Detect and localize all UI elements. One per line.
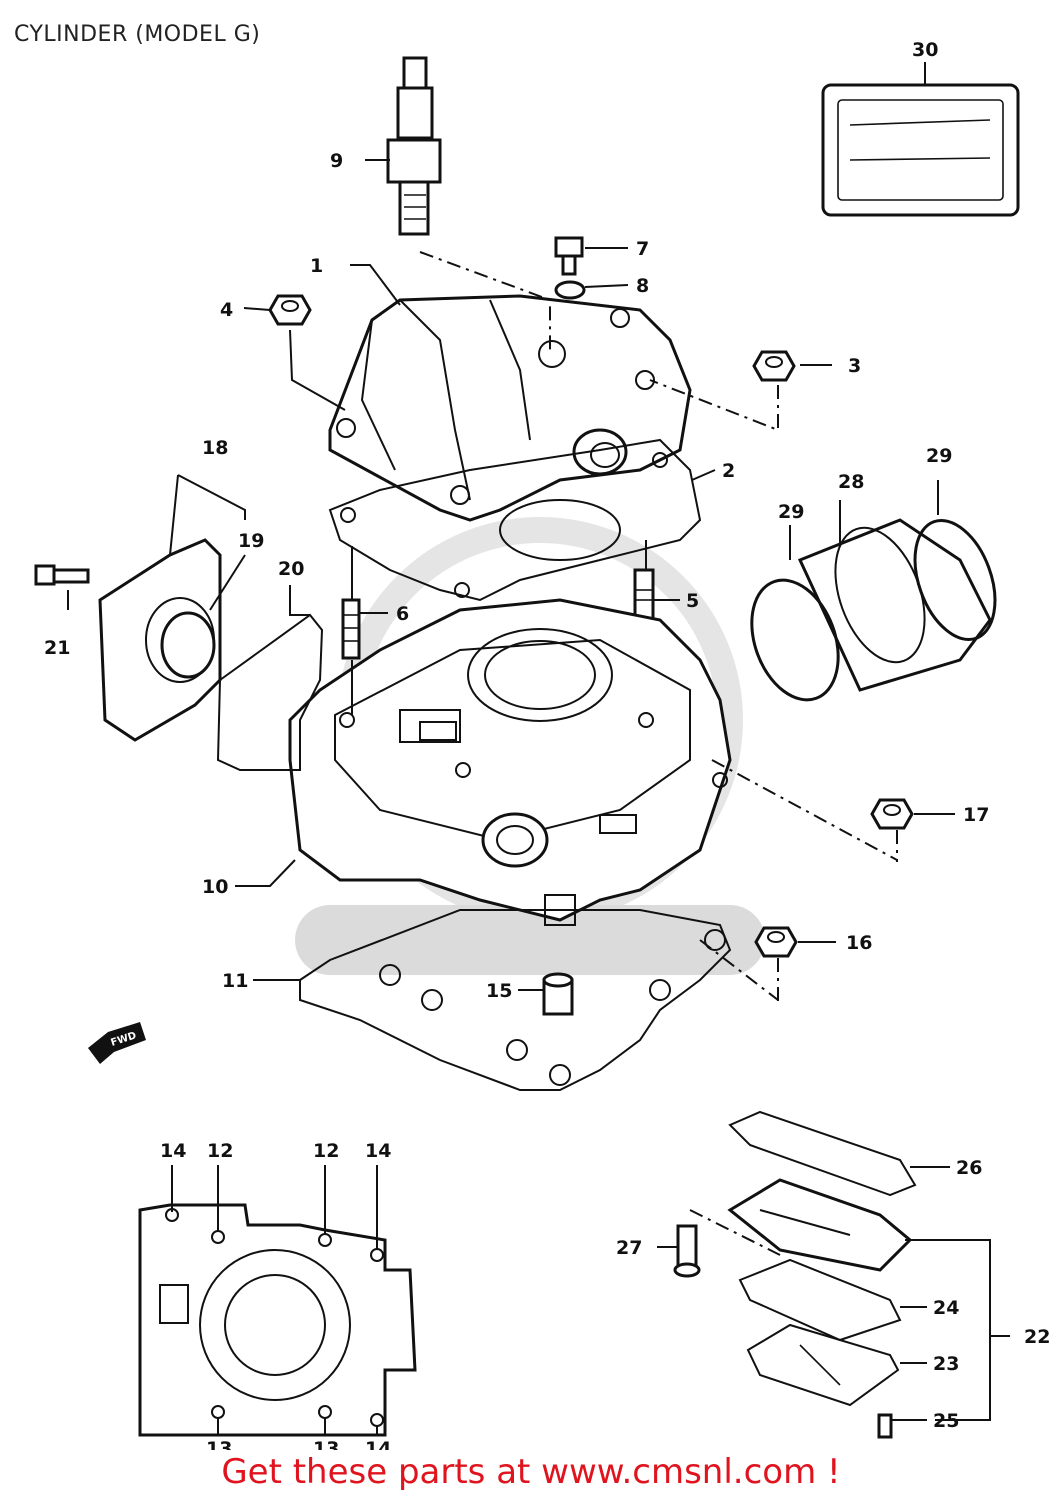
reed-screw xyxy=(877,1413,893,1439)
callout-30: 30 xyxy=(912,39,938,61)
intake-clamp-right xyxy=(913,518,997,642)
callout-26: 26 xyxy=(956,1157,982,1179)
reed-stopper xyxy=(738,1258,902,1342)
exploded-parts-diagram: FWD xyxy=(34,39,1050,1460)
intake-pipe xyxy=(797,518,992,692)
callout-17: 17 xyxy=(963,804,989,826)
cylinder-nut-17 xyxy=(870,798,914,830)
forward-arrow-icon: FWD xyxy=(88,1022,146,1064)
cover-gasket xyxy=(216,613,324,771)
callout-5: 5 xyxy=(686,590,699,612)
reed-plate xyxy=(746,1323,900,1407)
leader-lines xyxy=(67,62,1010,1435)
cover-bolt xyxy=(34,564,90,586)
caution-label xyxy=(821,83,1020,217)
callout-28: 28 xyxy=(838,471,864,493)
callout-20: 20 xyxy=(278,558,304,580)
callout-11: 11 xyxy=(222,970,248,992)
callout-12a: 12 xyxy=(207,1140,233,1162)
callout-13a: 13 xyxy=(206,1438,232,1450)
base-gasket xyxy=(299,909,732,1091)
diagram-title: CYLINDER (MODEL G) xyxy=(14,22,261,47)
callout-13b: 13 xyxy=(313,1438,339,1450)
cylinder-top-view xyxy=(138,1203,417,1437)
head-nut-right xyxy=(752,350,796,382)
cover-cap xyxy=(160,611,216,679)
parts-link-footer[interactable]: Get these parts at www.cmsnl.com ! xyxy=(221,1452,841,1492)
callout-29b: 29 xyxy=(926,445,952,467)
callout-18: 18 xyxy=(202,437,228,459)
callout-21: 21 xyxy=(44,637,70,659)
callout-16: 16 xyxy=(846,932,872,954)
callout-14c: 14 xyxy=(365,1438,391,1450)
reed-bolt xyxy=(673,1224,701,1278)
head-bolt xyxy=(554,236,584,276)
spark-plug xyxy=(386,56,442,236)
callout-14b: 14 xyxy=(365,1140,391,1162)
cylinder-head xyxy=(328,294,692,522)
callout-23: 23 xyxy=(933,1353,959,1375)
callout-19: 19 xyxy=(238,530,264,552)
dowel-pin xyxy=(542,972,574,1016)
stud-bolt-left xyxy=(341,598,361,660)
callout-22: 22 xyxy=(1024,1326,1050,1348)
intake-clamp-left xyxy=(750,578,840,702)
callout-9: 9 xyxy=(330,150,343,172)
callout-10: 10 xyxy=(202,876,228,898)
head-gasket xyxy=(328,438,702,602)
callout-24: 24 xyxy=(933,1297,959,1319)
callout-3: 3 xyxy=(848,355,861,377)
callout-27: 27 xyxy=(616,1237,642,1259)
callout-12b: 12 xyxy=(313,1140,339,1162)
callout-14a: 14 xyxy=(160,1140,186,1162)
callout-1: 1 xyxy=(310,255,323,277)
cylinder-block xyxy=(288,598,732,926)
callout-7: 7 xyxy=(636,238,649,260)
reed-valve-gasket xyxy=(728,1110,917,1197)
callout-8: 8 xyxy=(636,275,649,297)
callout-2: 2 xyxy=(722,460,735,482)
head-nut-left xyxy=(268,294,312,326)
cylinder-nut-16 xyxy=(754,926,798,958)
callout-25: 25 xyxy=(933,1410,959,1432)
callout-15: 15 xyxy=(486,980,512,1002)
callout-4: 4 xyxy=(220,299,233,321)
callout-6: 6 xyxy=(396,603,409,625)
callout-29a: 29 xyxy=(778,501,804,523)
